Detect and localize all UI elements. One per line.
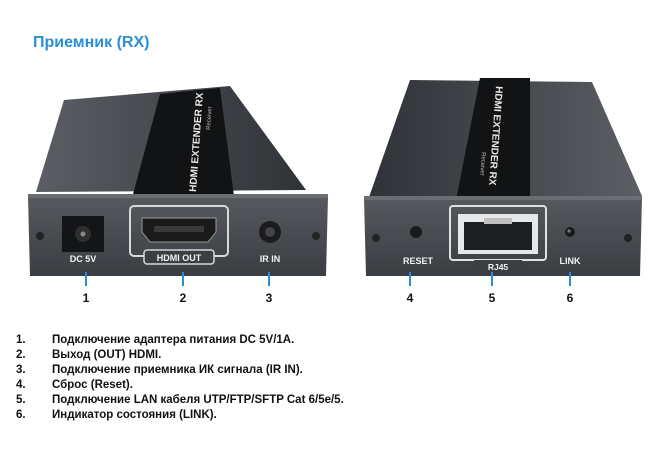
page-title: Приемник (RX) — [33, 34, 150, 51]
item-text: Подключение адаптера питания DC 5V/1A. — [52, 334, 295, 346]
callout-number: 6 — [566, 291, 574, 305]
hdmi-out-label: HDMI OUT — [157, 253, 202, 263]
callout-number: 2 — [179, 291, 187, 305]
item-number: 3. — [16, 364, 26, 376]
callout-number: 1 — [82, 291, 90, 305]
rj45-label: RJ45 — [488, 262, 509, 272]
reset-button — [410, 226, 422, 238]
callout-number: 5 — [488, 291, 496, 305]
callout-number: 4 — [406, 291, 414, 305]
screw — [312, 232, 320, 240]
screw — [372, 234, 380, 242]
label-band — [456, 78, 530, 200]
screw — [624, 234, 632, 242]
receiver-front-view: HDMI EXTENDER RX Receiver HDMI OUT DC 5V… — [28, 86, 328, 276]
list-item: 5. Подключение LAN кабеля UTP/FTP/SFTP Ca… — [16, 393, 344, 408]
item-number: 6. — [16, 409, 26, 421]
item-text: Подключение приемника ИК сигнала (IR IN)… — [52, 364, 303, 376]
receiver-rear-view: HDMI EXTENDER RX Receiver RJ45 RESET LIN… — [364, 78, 642, 276]
reset-label: RESET — [403, 256, 434, 266]
callout-line — [409, 272, 411, 286]
callout-line — [85, 272, 87, 286]
item-number: 5. — [16, 394, 26, 406]
callout-line — [569, 272, 571, 286]
dc-label: DC 5V — [70, 254, 97, 264]
callout-line — [268, 272, 270, 286]
list-item: 2. Выход (OUT) HDMI. — [16, 348, 344, 363]
list-item: 1. Подключение адаптера питания DC 5V/1A. — [16, 333, 344, 348]
top-sub-label: Receiver — [206, 106, 214, 130]
item-text: Сброс (Reset). — [52, 379, 133, 391]
callout-line — [491, 272, 493, 286]
item-number: 4. — [16, 379, 26, 391]
item-number: 1. — [16, 334, 26, 346]
callout-line — [182, 272, 184, 286]
list-item: 4. Сброс (Reset). — [16, 378, 344, 393]
top-sub-label: Receiver — [478, 152, 486, 176]
item-text: Выход (OUT) HDMI. — [52, 349, 162, 361]
item-text: Подключение LAN кабеля UTP/FTP/SFTP Cat … — [52, 394, 344, 406]
ir-in-label: IR IN — [260, 254, 281, 264]
item-number: 2. — [16, 349, 26, 361]
list-item: 6. Индикатор состояния (LINK). — [16, 408, 344, 423]
item-text: Индикатор состояния (LINK). — [52, 409, 217, 421]
description-list: 1. Подключение адаптера питания DC 5V/1A.… — [16, 333, 344, 423]
list-item: 3. Подключение приемника ИК сигнала (IR I… — [16, 363, 344, 378]
callout-number: 3 — [265, 291, 273, 305]
screw — [36, 232, 44, 240]
label-band — [132, 88, 234, 198]
link-label: LINK — [560, 256, 581, 266]
